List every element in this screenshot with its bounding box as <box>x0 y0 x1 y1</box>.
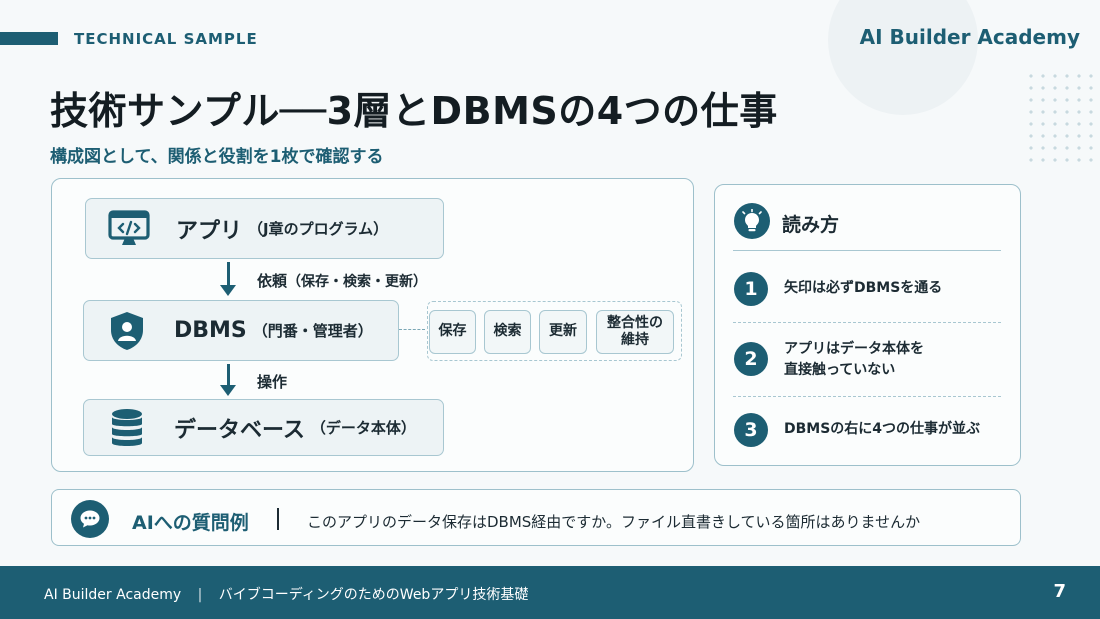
task-update: 更新 <box>539 310 587 354</box>
legend-item-1: 矢印は必ずDBMSを通る <box>784 280 943 296</box>
page-number: 7 <box>1053 581 1066 602</box>
task-integrity: 整合性の 維持 <box>596 310 674 354</box>
legend-title: 読み方 <box>782 214 840 236</box>
footer-course: バイブコーディングのためのWebアプリ技術基礎 <box>218 587 529 603</box>
footer-text: AI Builder Academy | バイブコーディングのためのWebアプリ… <box>44 584 528 604</box>
task-search: 検索 <box>484 310 531 354</box>
layer-dbms: DBMS （門番・管理者） <box>83 300 399 361</box>
question-text: このアプリのデータ保存はDBMS経由ですか。ファイル直書きしている箇所はありませ… <box>307 513 921 531</box>
legend-number-2: 2 <box>734 342 768 376</box>
layer-app: アプリ （J章のプログラム） <box>85 198 444 259</box>
question-separator <box>277 508 279 530</box>
arrow-operate <box>220 364 236 396</box>
decorative-circle <box>828 0 978 115</box>
page-title: 技術サンプル──3層とDBMSの4つの仕事 <box>50 89 778 133</box>
shield-user-icon <box>102 311 152 351</box>
footer-brand: AI Builder Academy <box>44 587 182 603</box>
footer-separator: | <box>197 587 203 603</box>
layer-database-note: （データ本体） <box>310 419 416 437</box>
legend-separator <box>733 396 1001 397</box>
legend-divider <box>733 250 1001 251</box>
layer-app-name: アプリ <box>176 218 243 244</box>
layer-app-note: （J章のプログラム） <box>248 220 389 238</box>
layer-database: データベース （データ本体） <box>83 399 444 456</box>
footer-bar <box>0 566 1100 619</box>
legend-number-1: 1 <box>734 272 768 306</box>
task-save: 保存 <box>429 310 476 354</box>
header-accent-bar <box>0 32 58 45</box>
decorative-dot-grid <box>1025 70 1100 170</box>
arrow-operate-label: 操作 <box>257 373 288 391</box>
dbms-task-group <box>427 301 682 361</box>
layer-dbms-note: （門番・管理者） <box>252 322 373 340</box>
chat-bubble-icon <box>71 500 109 538</box>
page-subtitle: 構成図として、関係と役割を1枚で確認する <box>50 147 384 167</box>
legend-item-2: アプリはデータ本体を 直接触っていない <box>784 341 924 378</box>
legend-item-3: DBMSの右に4つの仕事が並ぶ <box>784 421 981 437</box>
dbms-task-connector <box>399 329 425 330</box>
layer-dbms-name: DBMS <box>174 318 247 343</box>
legend-panel <box>714 184 1021 466</box>
layer-database-name: データベース <box>174 417 305 443</box>
legend-number-3: 3 <box>734 413 768 447</box>
monitor-code-icon <box>104 209 154 249</box>
arrow-request-label: 依頼（保存・検索・更新） <box>257 270 427 291</box>
legend-separator <box>733 322 1001 323</box>
arrow-request-label-main: 依頼 <box>257 272 288 290</box>
brand-logo-text: AI Builder Academy <box>859 25 1080 49</box>
question-label: AIへの質問例 <box>132 512 249 534</box>
arrow-request-label-note: （保存・検索・更新） <box>287 274 428 290</box>
lightbulb-icon <box>734 203 770 239</box>
section-label: TECHNICAL SAMPLE <box>74 30 258 48</box>
database-icon <box>102 408 152 448</box>
question-example-bar <box>51 489 1021 546</box>
arrow-request <box>220 262 236 296</box>
